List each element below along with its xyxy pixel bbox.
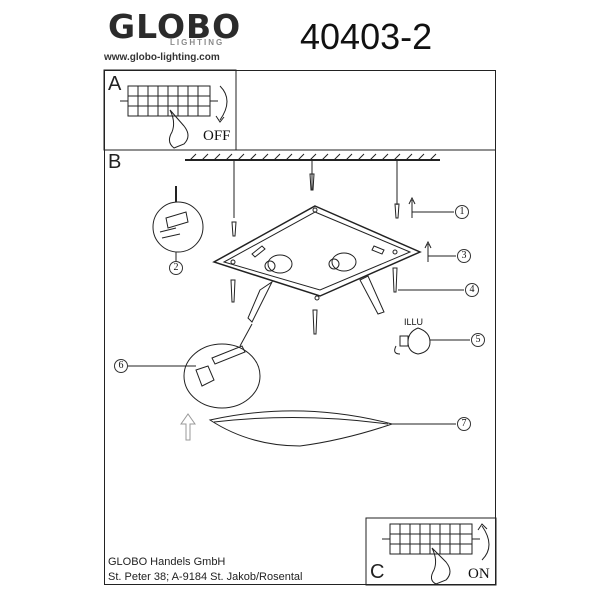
brand-logo: GLOBO <box>108 7 242 46</box>
step-6-marker: 6 <box>114 359 128 373</box>
fuse-box-a-icon <box>120 85 218 117</box>
screw-icon <box>230 207 398 335</box>
hand-switch-off-icon <box>168 109 189 149</box>
lamp-arm-right <box>359 275 385 315</box>
ceiling-hatch <box>189 153 437 161</box>
wall-plug-icon <box>231 173 400 237</box>
hand-switch-on-icon <box>430 547 451 585</box>
ceiling-plate-inner <box>222 211 412 291</box>
bulb-icon <box>394 327 431 355</box>
panel-a-letter: A <box>108 73 122 95</box>
ceiling-plate <box>212 205 422 297</box>
step-1-marker: 1 <box>455 205 469 219</box>
hand-screwdriver-icon <box>195 365 215 387</box>
website-url: www.globo-lighting.com <box>104 52 220 63</box>
illu-label: ILLU <box>404 317 424 327</box>
brand-subtitle: LIGHTING <box>170 38 225 47</box>
step-4-marker: 4 <box>465 283 479 297</box>
off-label: OFF <box>203 128 231 144</box>
company-name: GLOBO Handels GmbH <box>108 556 226 568</box>
step-5-marker: 5 <box>471 333 485 347</box>
wiring-detail-circle <box>152 201 204 253</box>
step-7-marker: 7 <box>457 417 471 431</box>
spotlight-icon <box>251 245 385 274</box>
company-address: St. Peter 38; A-9184 St. Jakob/Rosental <box>108 571 303 583</box>
terminal-block-icon <box>165 211 189 229</box>
arm-detail-ellipse <box>183 343 261 409</box>
panel-c-box <box>365 517 497 586</box>
arrow-down-icon <box>219 85 228 121</box>
fuse-box-c-icon <box>382 523 480 555</box>
arrow-up-shade-icon <box>180 413 196 441</box>
on-label: ON <box>468 566 490 582</box>
step-3-marker: 3 <box>457 249 471 263</box>
step-2-marker: 2 <box>169 261 183 275</box>
company-info: GLOBO Handels GmbH St. Peter 38; A-9184 … <box>108 555 302 585</box>
instruction-frame <box>104 70 496 585</box>
panel-c-letter: C <box>370 561 385 583</box>
model-number: 40403-2 <box>300 16 433 57</box>
lamp-arm-left <box>247 280 274 323</box>
arm-detail-icon <box>211 345 246 365</box>
panel-b-letter: B <box>108 151 122 173</box>
arrow-up-icon <box>481 525 490 561</box>
glass-shade <box>208 410 394 447</box>
